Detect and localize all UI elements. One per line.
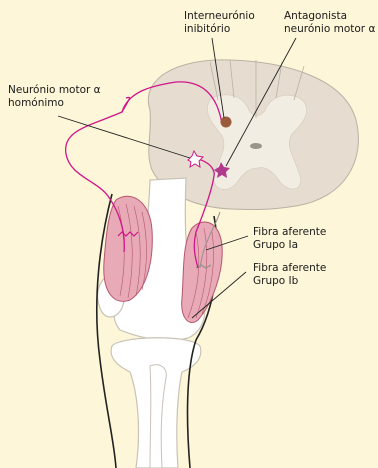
label-ib-afferent: Fibra aferente Grupo Ib <box>253 262 326 287</box>
antagonist-label-line1: Antagonista <box>284 10 375 23</box>
ia-label-line2: Grupo Ia <box>253 239 326 252</box>
homonymous-label-line1: Neurónio motor α <box>8 84 101 97</box>
ia-label-line1: Fibra aferente <box>253 226 326 239</box>
interneuron-label-line1: Interneurónio <box>184 10 255 23</box>
label-ia-afferent: Fibra aferente Grupo Ia <box>253 226 326 251</box>
central-canal <box>250 143 262 149</box>
ib-label-line2: Grupo Ib <box>253 275 326 288</box>
label-homonymous-motor-neuron: Neurónio motor α homónimo <box>8 84 101 109</box>
inhibitory-interneuron <box>221 117 232 128</box>
label-antagonist-motor-neuron: Antagonista neurónio motor α <box>284 10 375 35</box>
interneuron-label-line2: inibitório <box>184 23 255 36</box>
homonymous-label-line2: homónimo <box>8 97 101 110</box>
label-inhibitory-interneuron: Interneurónio inibitório <box>184 10 255 35</box>
antagonist-label-line2: neurónio motor α <box>284 23 375 36</box>
ib-label-line1: Fibra aferente <box>253 262 326 275</box>
